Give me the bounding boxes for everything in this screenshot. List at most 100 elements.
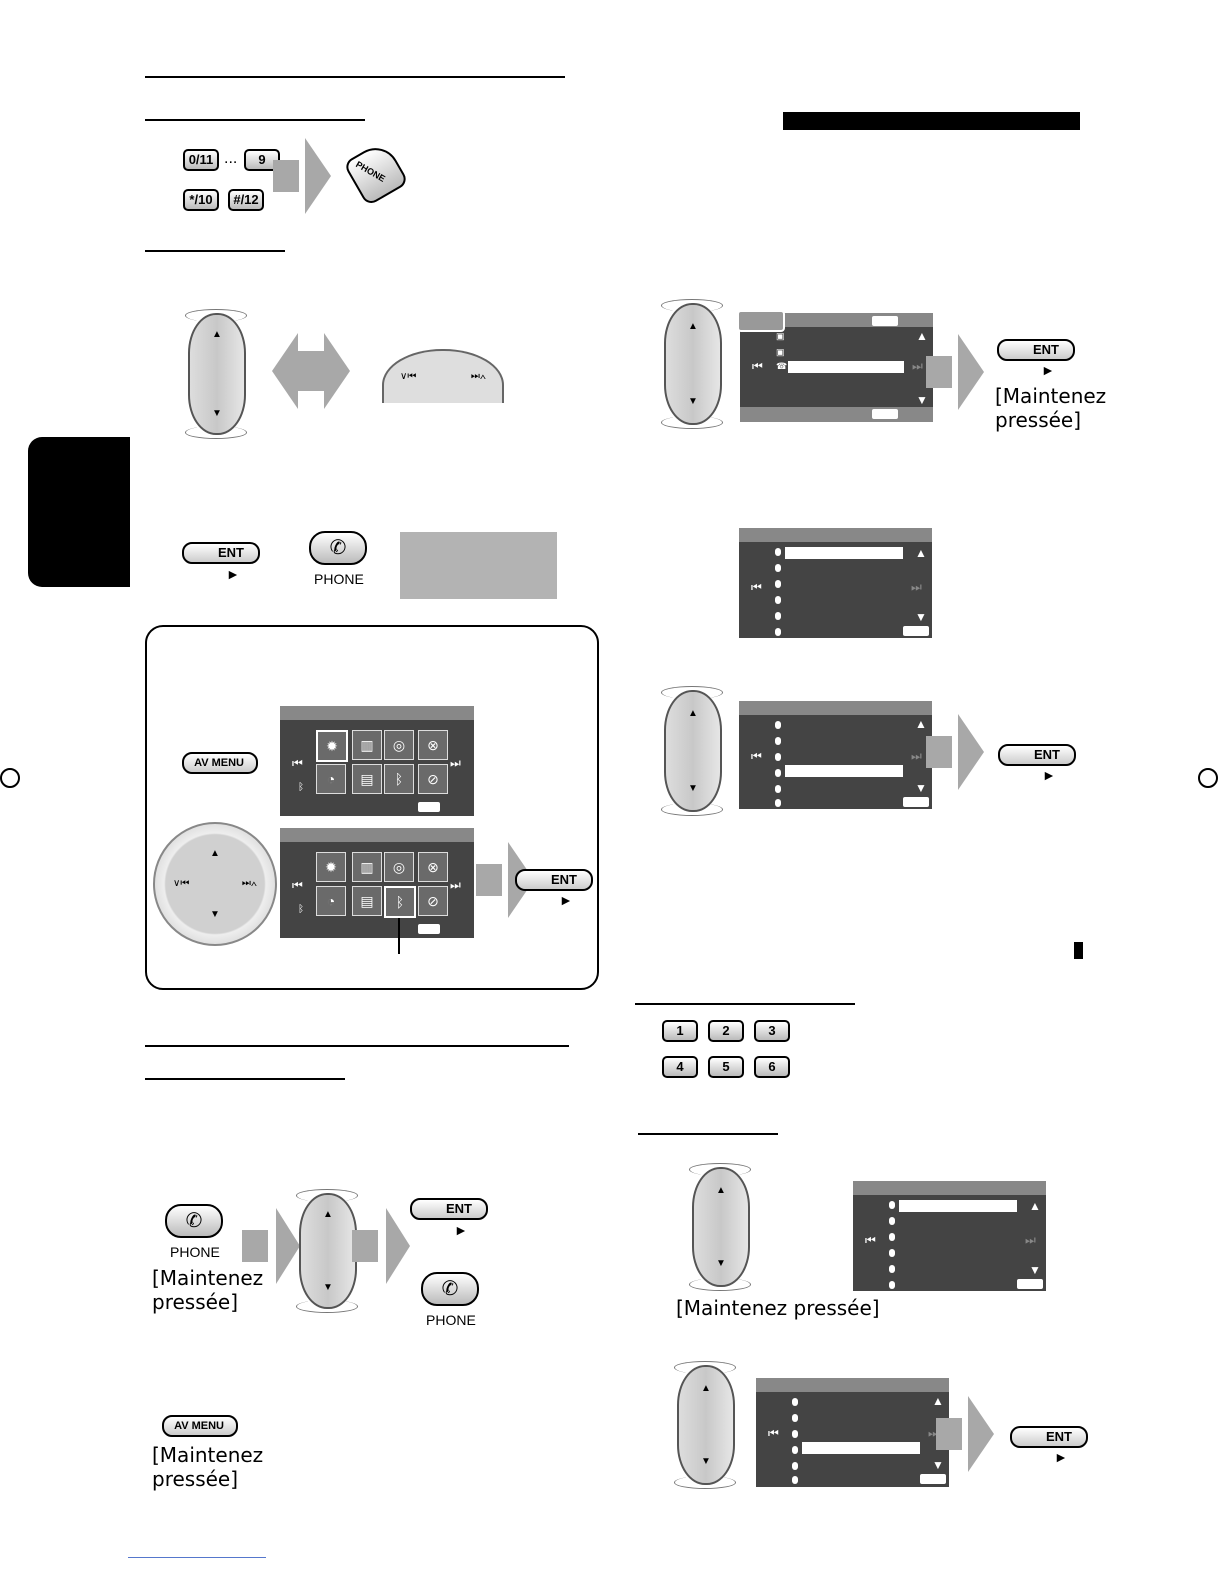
play-symbol: ► [559,892,573,908]
av-menu-button[interactable]: AV MENU [162,1415,238,1437]
phone-handset-icon: ✆ [329,537,347,559]
section-rule-4 [145,1078,345,1080]
list-bullet [792,1414,798,1422]
av-menu-screen-2: ✹ ▥ ◎ ⊗ ◔ ▤ ᛒ ⊘ ⏮ ⏭ ᛒ [280,828,474,938]
bluetooth-small-icon: ᛒ [298,782,304,793]
selected-row [785,765,903,777]
section-rule-top [145,76,565,78]
skip-forward-icon: ⏭ [450,756,461,770]
selected-row [788,361,904,373]
key-hash-12[interactable]: #/12 [228,189,264,211]
pressee-caption: pressée] [152,1290,239,1314]
down-arrow-icon: ▼ [915,781,927,795]
phone-button[interactable]: ✆ [421,1272,479,1306]
av-menu-panel [145,625,599,990]
section-rule-sub [145,119,365,121]
key-2[interactable]: 2 [708,1020,744,1042]
phone-key-diagonal[interactable]: PHONE [342,139,410,207]
control-dial[interactable]: ▲ ▼ [674,1361,736,1489]
footer-link-rule [128,1557,266,1558]
flow-arrow [273,138,331,214]
list-bullet [775,596,781,604]
end-mark [1074,942,1083,959]
phone-list-screen-3: ⏮ ▲ ⏭ ▼ [853,1181,1046,1291]
key-star-10[interactable]: */10 [183,189,219,211]
display-placeholder [400,532,557,599]
down-arrow-icon: ▼ [210,909,220,920]
ent-button[interactable]: ENT [515,869,593,891]
footer-strip [740,407,933,422]
av-menu-button[interactable]: AV MENU [182,752,258,774]
down-arrow-icon: ▼ [916,393,928,407]
control-dial[interactable]: ▲ ▼ [661,686,723,816]
keypad-ellipsis: ... [224,150,238,167]
wide-dial[interactable]: ∨⏮ ⏭∧ [382,349,504,403]
ok-indicator [920,1474,946,1484]
ent-button[interactable]: ENT [998,744,1076,766]
ent-button[interactable]: ENT [410,1198,488,1220]
list-bullet [792,1462,798,1470]
skip-back-icon: ⏮ [292,878,303,892]
key-5[interactable]: 5 [708,1056,744,1078]
sound-off-icon: ⊘ [418,764,448,794]
dial-left-label: ∨⏮ [400,371,417,382]
dial-left-label: ∨⏮ [173,878,190,889]
down-arrow-icon: ▼ [323,1282,333,1293]
section-rule-5 [635,1003,855,1005]
double-arrow-icon [272,333,350,409]
clock-icon: ◔ [316,886,346,916]
ent-button[interactable]: ENT [997,339,1075,361]
list-icon: ▤ [352,764,382,794]
list-bullet [889,1281,895,1289]
down-arrow-icon: ▼ [688,396,698,407]
control-dial[interactable]: ▲ ▼ [661,299,723,429]
key-3[interactable]: 3 [754,1020,790,1042]
flow-arrow [926,714,984,790]
down-arrow-icon: ▼ [932,1458,944,1472]
list-bullet [775,612,781,620]
list-bullet [775,737,781,745]
settings-icon: ✹ [316,852,346,882]
key-1[interactable]: 1 [662,1020,698,1042]
skip-back-icon: ⏮ [752,359,763,373]
round-control-dial[interactable]: ▲ ▼ ∨⏮ ⏭∧ [153,822,277,946]
down-arrow-icon: ▼ [1029,1263,1041,1277]
phone-button-label: PHONE [170,1244,220,1260]
skip-forward-icon: ⏭ [1025,1233,1036,1247]
dial-right-label: ⏭∧ [470,371,486,382]
flow-arrow [926,334,984,410]
flow-arrow [352,1208,410,1284]
phone-button[interactable]: ✆ [309,531,367,565]
key-4[interactable]: 4 [662,1056,698,1078]
phone-handset-icon: ☎ [776,361,788,371]
skip-forward-icon: ⏭ [450,878,461,892]
equalizer-icon: ▥ [352,852,382,882]
clock-icon: ◔ [316,764,346,794]
up-arrow-icon: ▲ [701,1383,711,1394]
section-rule-3 [145,1045,569,1047]
control-dial[interactable]: ▲ ▼ [689,1163,751,1291]
list-bullet [792,1476,798,1484]
phone-list-screen-2: ⏮ ▲ ⏭ ▼ [739,701,932,809]
key-6[interactable]: 6 [754,1056,790,1078]
dial-right-label: ⏭∧ [241,878,257,889]
flow-arrow [242,1208,300,1284]
key-0-11[interactable]: 0/11 [183,149,219,171]
ent-button[interactable]: ENT [182,542,260,564]
list-bullet [889,1265,895,1273]
selected-tab-frame [737,310,785,332]
settings-icon: ✹ [316,730,348,762]
bluetooth-icon: ᛒ [384,886,416,918]
phone-list-screen-1: ⏮ ▲ ⏭ ▼ [739,528,932,638]
small-menu-icon: ▣ [776,347,785,357]
up-arrow-icon: ▲ [688,708,698,719]
phone-handset-icon: ✆ [441,1278,459,1300]
phone-button[interactable]: ✆ [165,1204,223,1238]
up-arrow-icon: ▲ [212,329,222,340]
phone-key-label: PHONE [354,159,387,184]
play-symbol: ► [1054,1449,1068,1465]
control-dial[interactable]: ▲ ▼ [296,1189,358,1313]
ent-button[interactable]: ENT [1010,1426,1088,1448]
control-dial[interactable]: ▲ ▼ [185,309,247,439]
maintenez-pressee-caption: [Maintenez pressée] [676,1296,880,1320]
